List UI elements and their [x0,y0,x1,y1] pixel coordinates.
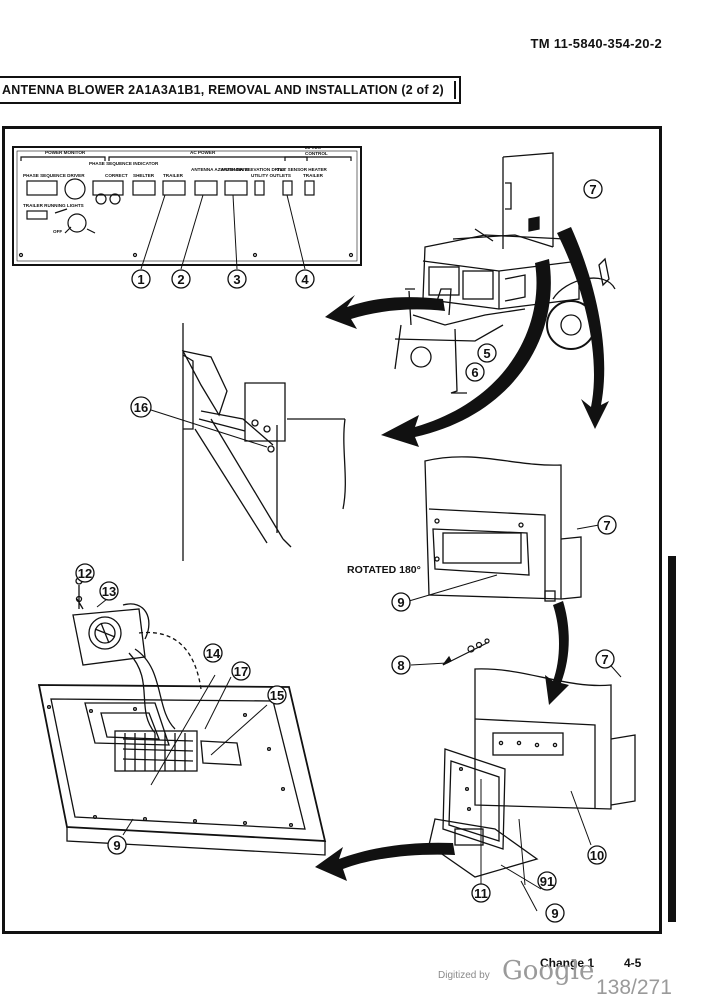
label-correct: CORRECT [105,173,128,178]
callout-15: 15 [267,685,287,705]
label-trailer-dc: TRAILER [303,173,324,178]
callout-9-mid: 9 [391,592,411,612]
svg-text:14: 14 [206,646,221,661]
svg-text:6: 6 [471,365,478,380]
callout-2: 2 [171,269,191,289]
svg-text:7: 7 [601,652,608,667]
svg-text:11: 11 [474,886,488,901]
callout-14: 14 [203,643,223,663]
figure-title: ANTENNA BLOWER 2A1A3A1B1, REMOVAL AND IN… [0,76,461,104]
svg-text:15: 15 [270,688,284,703]
change-bar [668,556,676,922]
label-tilt-sensor-heater: TILT SENSOR HEATER [277,167,328,172]
arrow-to-bracket [545,601,569,705]
bracket-hardware [408,524,600,666]
svg-text:4: 4 [301,272,309,287]
label-shelter: SHELTER [133,173,155,178]
label-ac-power: AC POWER [190,150,216,155]
svg-text:7: 7 [589,182,596,197]
callout-17: 17 [231,661,251,681]
svg-text:9: 9 [551,906,558,921]
digitized-by-watermark: Digitized by [438,970,490,981]
callout-4: 4 [295,269,315,289]
svg-text:12: 12 [78,566,92,581]
label-trailer-running-lights: TRAILER RUNNING LIGHTS [23,203,84,208]
control-panel [12,146,362,266]
label-28vdc: 28 VDC [305,145,322,150]
svg-text:13: 13 [102,584,116,599]
arrow-to-left-middle [381,259,551,447]
label-trailer: TRAILER [163,173,184,178]
callout-5: 5 [477,343,497,363]
svg-text:9: 9 [113,838,120,853]
scan-page-counter: 138/271 [596,976,672,999]
callout-12: 12 [75,563,95,583]
page-number: 4-5 [624,956,642,970]
trailer-drawing [394,152,616,394]
google-watermark: Google [502,956,595,986]
svg-text:8: 8 [397,658,404,673]
blower-cover-assembly [37,574,327,856]
callout-11: 11 [471,883,491,903]
label-power-monitor: POWER MONITOR [45,150,86,155]
callout-6: 6 [465,362,485,382]
change-number: Change 1 [540,956,595,970]
panel-labels: POWER MONITOR AC POWER 28 VDC CONTROL PH… [23,145,328,234]
callouts: 1 2 3 4 7 5 6 16 7 9 8 7 12 13 14 17 15 … [75,179,617,923]
arrow-to-right-down [557,227,609,429]
tm-number: TM 11-5840-354-20-2 [530,36,662,51]
panel-leaders [140,194,306,270]
callout-7-top: 7 [583,179,603,199]
callout-1: 1 [131,269,151,289]
exploded-view-illustration: POWER MONITOR AC POWER 28 VDC CONTROL PH… [12,145,636,923]
svg-text:7: 7 [603,518,610,533]
svg-text:91: 91 [540,874,554,889]
svg-text:5: 5 [483,346,490,361]
bracket-assembly [424,456,582,602]
callout-91: 91 [537,871,557,891]
svg-text:2: 2 [177,272,184,287]
figure-title-text: ANTENNA BLOWER 2A1A3A1B1, REMOVAL AND IN… [2,83,444,97]
callout-3: 3 [227,269,247,289]
hinge-detail [150,323,346,561]
label-phase-sequence-driver: PHASE SEQUENCE DRIVER [23,173,85,178]
arrow-to-left-top [325,295,445,329]
label-phase-sequence-indicator: PHASE SEQUENCE INDICATOR [89,161,159,166]
lower-bracket-assembly [428,658,636,912]
callout-9-left: 9 [107,835,127,855]
rotated-label: ROTATED 180° [347,564,421,576]
svg-text:16: 16 [134,400,148,415]
callout-7-low: 7 [595,649,615,669]
label-utility-outlets: UTILITY OUTLETS [251,173,291,178]
callout-8: 8 [391,655,411,675]
svg-text:17: 17 [234,664,248,679]
svg-text:9: 9 [397,595,404,610]
arrow-to-bottom-left [315,842,455,881]
callout-9-bottom: 9 [545,903,565,923]
label-control: CONTROL [305,151,328,156]
motion-arrows [315,227,609,881]
svg-text:3: 3 [233,272,240,287]
label-antenna-elevation-drive: ANTENNA ELEVATION DRIVE [221,167,285,172]
svg-text:10: 10 [590,848,604,863]
label-antenna-azimuth-drive: ANTENNA AZIMUTH DRIVE [191,167,250,172]
callout-16: 16 [130,396,152,418]
callout-10: 10 [587,845,607,865]
callout-13: 13 [99,581,119,601]
figure-frame: POWER MONITOR AC POWER 28 VDC CONTROL PH… [2,126,662,934]
label-off: OFF [53,229,62,234]
svg-text:1: 1 [137,272,144,287]
callout-7-mid: 7 [597,515,617,535]
